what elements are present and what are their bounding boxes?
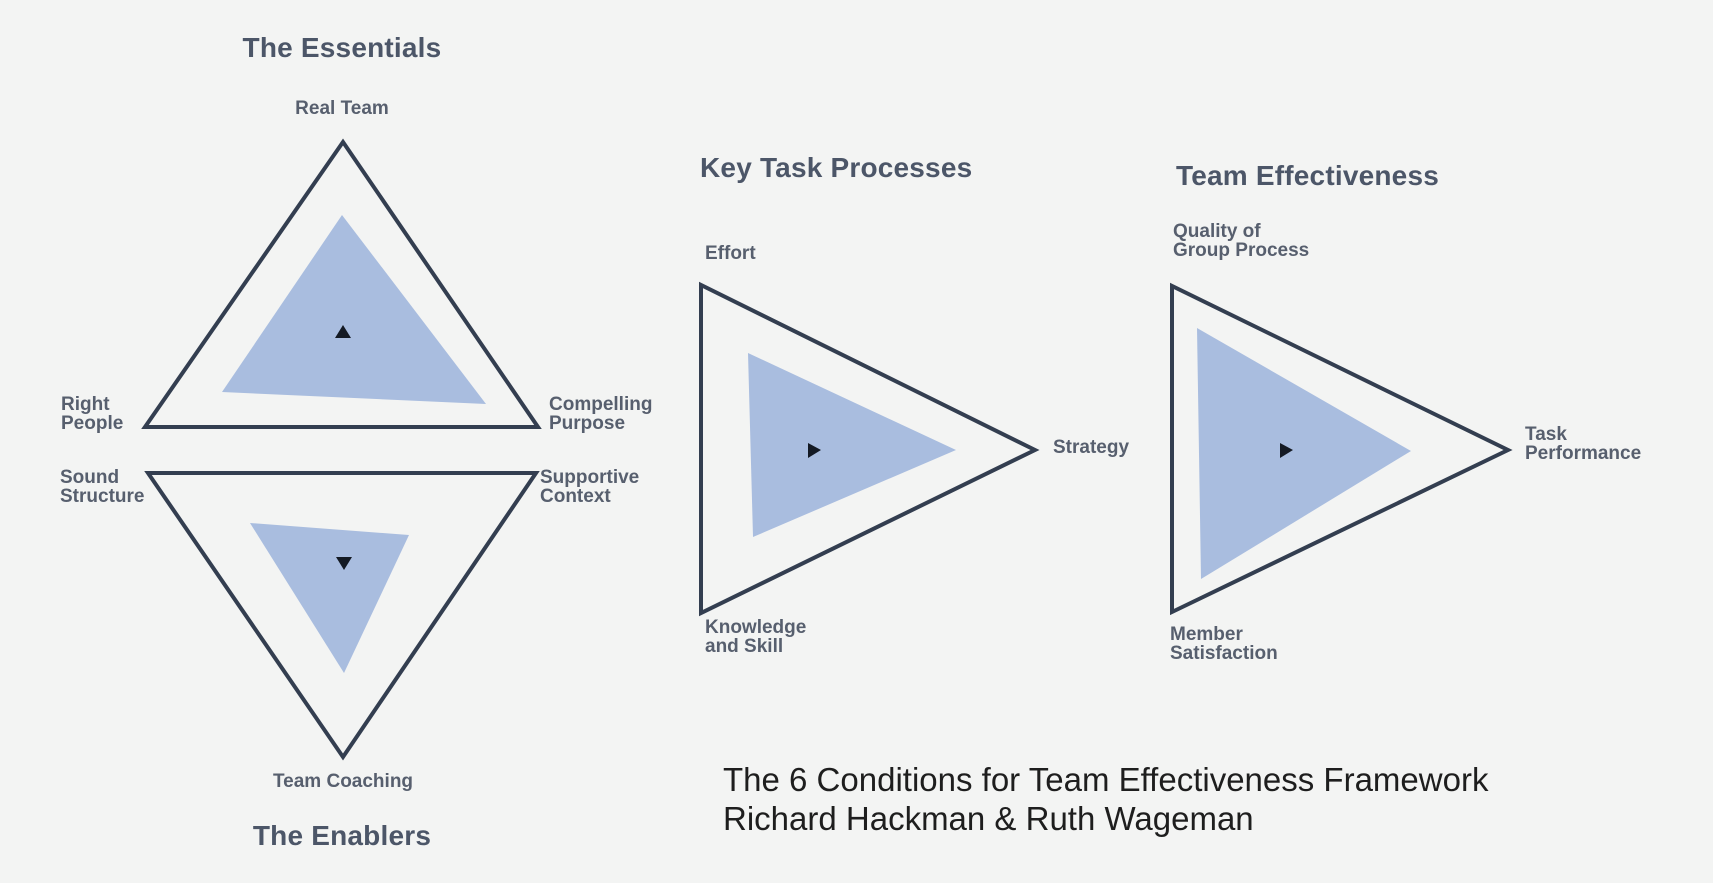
ktp-vertex-effort: Effort: [705, 243, 756, 264]
enablers-vertex-team-coaching: Team Coaching: [272, 771, 414, 792]
right-marker-icon: [1280, 443, 1293, 458]
caption-authors: Richard Hackman & Ruth Wageman: [723, 800, 1254, 837]
essentials-vertex-compelling-purpose: Compelling Purpose: [549, 394, 653, 434]
te-vertex-task-performance: Task Performance: [1525, 424, 1642, 464]
essentials-vertex-real-team: Real Team: [295, 98, 389, 119]
enablers-inner-triangle: [250, 523, 409, 673]
enablers-outline-triangle: [144, 471, 540, 761]
up-marker-icon: [335, 325, 351, 338]
essentials-heading: The Essentials: [242, 32, 442, 63]
team-effectiveness-inner-triangle: [1197, 328, 1411, 579]
te-vertex-member-satisfaction: Member Satisfaction: [1170, 624, 1278, 664]
ktp-vertex-strategy: Strategy: [1053, 437, 1130, 458]
enablers-heading: The Enablers: [252, 820, 432, 851]
key-task-processes-inner-triangle: [748, 353, 956, 537]
caption: The 6 Conditions for Team Effectiveness …: [723, 760, 1488, 838]
essentials-outline-triangle: [141, 138, 542, 429]
enablers-vertex-supportive-context: Supportive Context: [540, 467, 640, 507]
down-marker-icon: [336, 557, 352, 570]
right-marker-icon: [808, 443, 821, 458]
team-effectiveness-outline-triangle: [1170, 282, 1513, 616]
enablers-vertex-sound-structure: Sound Structure: [60, 467, 145, 507]
te-vertex-quality-of-group-process: Quality of Group Process: [1173, 221, 1310, 261]
essentials-inner-triangle: [222, 215, 486, 404]
ktp-vertex-knowledge-and-skill: Knowledge and Skill: [705, 617, 807, 657]
team-effectiveness-heading: Team Effectiveness: [1176, 160, 1439, 191]
key-task-processes-outline-triangle: [699, 281, 1040, 617]
key-task-processes-heading: Key Task Processes: [700, 152, 973, 183]
essentials-vertex-right-people: Right People: [61, 394, 124, 434]
caption-title: The 6 Conditions for Team Effectiveness …: [723, 761, 1489, 798]
